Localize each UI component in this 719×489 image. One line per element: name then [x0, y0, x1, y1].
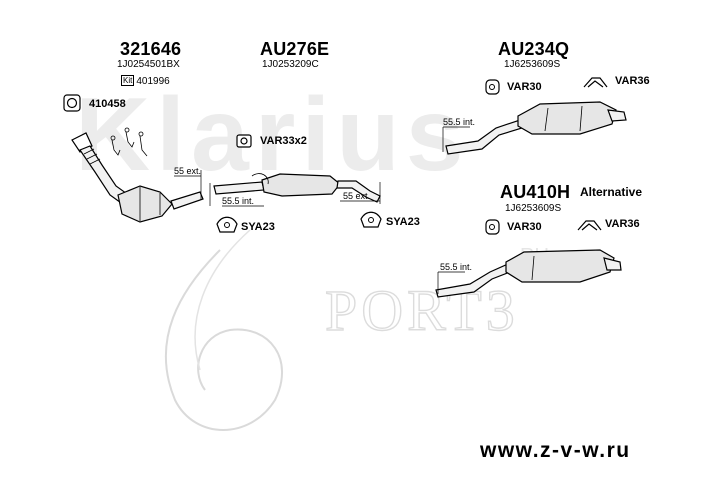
dimension-label-1: 55 ext.	[174, 166, 202, 176]
dimension-label-3: 55 ext.	[343, 191, 371, 201]
alternative-label: Alternative	[580, 185, 643, 199]
kit-box-label: Kit	[121, 75, 135, 86]
part-sya23-a-label: SYA23	[241, 221, 275, 233]
part-au410h-ref: 1J6253609S	[505, 203, 562, 214]
part-sya23-b-label: SYA23	[386, 216, 420, 228]
dimension-label-4: 55.5 int.	[443, 117, 476, 127]
clamp-var33-drawing	[236, 134, 252, 148]
watermark-graphics: Klarius RU PORT3	[75, 77, 549, 431]
part-321646-ref: 1J0254501BX	[117, 59, 180, 70]
part-var30-b-label: VAR30	[507, 221, 542, 233]
hanger-sya23-a-drawing	[216, 216, 238, 233]
part-var36-a-label: VAR36	[615, 75, 650, 87]
dimension-lines	[174, 126, 470, 294]
part-410458-label: 410458	[89, 98, 126, 110]
rear-silencer-au410h-drawing	[435, 249, 622, 298]
clip-var36-a-drawing	[583, 77, 608, 88]
part-au234q-title: AU234Q	[498, 39, 570, 59]
part-au276e-ref: 1J0253209C	[262, 59, 319, 70]
part-var36-b-label: VAR36	[605, 218, 640, 230]
part-au410h-title: AU410H	[500, 182, 571, 202]
part-var30-a-label: VAR30	[507, 81, 542, 93]
dimension-label-2: 55.5 int.	[222, 196, 255, 206]
watermark-swirl	[164, 249, 284, 431]
watermark-swirl-inner	[194, 229, 251, 371]
clip-var36-b-drawing	[577, 220, 602, 231]
part-321646-title: 321646	[120, 39, 182, 59]
middle-silencer-drawing	[213, 173, 381, 203]
dimension-label-5: 55.5 int.	[440, 262, 473, 272]
kit-code: 401996	[136, 76, 170, 87]
footer-url: www.z-v-w.ru	[480, 439, 631, 462]
part-au234q-ref: 1J6253609S	[504, 59, 561, 70]
gasket-410458-drawing	[63, 94, 81, 112]
hanger-sya23-b-drawing	[360, 211, 382, 228]
catalytic-converter-drawing	[71, 127, 204, 223]
part-au276e-title: AU276E	[260, 39, 330, 59]
rubber-var30-a-drawing	[485, 79, 500, 95]
watermark-brand: Klarius	[75, 77, 470, 193]
part-var33x2-label: VAR33x2	[260, 135, 307, 147]
rubber-var30-b-drawing	[485, 219, 500, 235]
rear-silencer-au234q-drawing	[445, 101, 627, 155]
watermark-sport: PORT3	[325, 278, 519, 343]
